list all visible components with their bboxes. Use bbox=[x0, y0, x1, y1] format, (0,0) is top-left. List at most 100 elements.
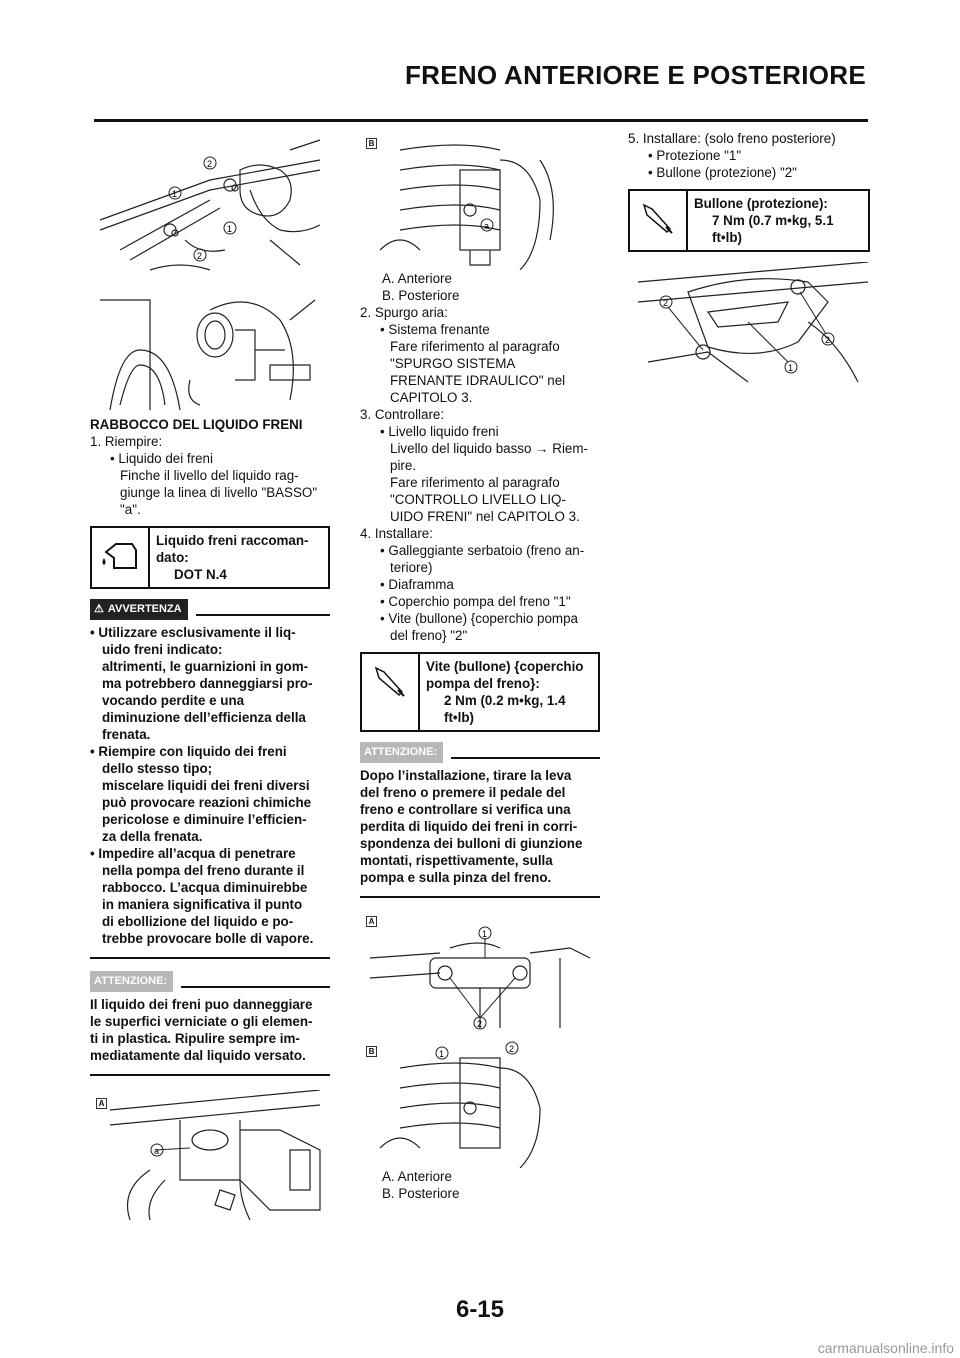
warning-line-8: dello stesso tipo; bbox=[102, 761, 213, 776]
warning-line-17: di ebollizione del liquido e po- bbox=[102, 914, 294, 929]
warning-line-9: miscelare liquidi dei freni diversi bbox=[102, 778, 310, 793]
callout-a-rear: a bbox=[484, 221, 489, 231]
step-1-text-2: giunge la linea di livello "BASSO" bbox=[120, 485, 318, 500]
step-4-bullet-4: • Vite (bullone) {coperchio pompa bbox=[380, 611, 578, 626]
warning-line-0: • Utilizzare esclusivamente il liq- bbox=[90, 625, 296, 640]
warning-triangle-icon: ⚠ bbox=[94, 603, 104, 615]
step-3-text-4: UIDO FRENI" nel CAPITOLO 3. bbox=[390, 509, 580, 524]
warning-line-18: trebbe provocare bolle di vapore. bbox=[102, 931, 314, 946]
spec-box-cylinder-screw: Vite (bullone) {coperchio pompa del fren… bbox=[360, 652, 600, 732]
spec-value-2: ft•lb) bbox=[712, 230, 742, 245]
attention-line-1: le superfici verniciate o gli elemen- bbox=[90, 1014, 313, 1029]
figure-rear-cover: B 1 2 bbox=[360, 1038, 600, 1168]
step-5-bullet-1: • Bullone (protezione) "2" bbox=[648, 165, 797, 180]
caption-2-a: A. Anteriore bbox=[382, 1169, 452, 1184]
warning-line-14: nella pompa del freno durante il bbox=[102, 863, 305, 878]
column-3: 5. Installare: (solo freno posteriore) •… bbox=[628, 130, 870, 392]
step-2-text-2: FRENANTE IDRAULICO" nel bbox=[390, 373, 566, 388]
warning-body: • Utilizzare esclusivamente il liq-uido … bbox=[90, 624, 330, 959]
callout-a: a bbox=[154, 1146, 159, 1156]
figure-rear-brake-area bbox=[90, 280, 330, 410]
figure-rear-cylinder-top: B a bbox=[360, 130, 600, 270]
warning-line-4: vocando perdite e una bbox=[102, 693, 245, 708]
step-2-label: 2. Spurgo aria: bbox=[360, 305, 448, 320]
step-3-text-3: "CONTROLLO LIVELLO LIQ- bbox=[390, 492, 566, 507]
torque-wrench-icon bbox=[362, 654, 420, 730]
spec-box-brake-fluid: Liquido freni raccoman- dato: DOT N.4 bbox=[90, 526, 330, 589]
callout-2-bottom: 2 bbox=[197, 251, 202, 261]
attention-line-2-0: Dopo l’installazione, tirare la leva bbox=[360, 768, 572, 783]
rear-brake-reservoir-illustration bbox=[100, 299, 316, 410]
step-4-bullet-0: • Galleggiante serbatoio (freno an- bbox=[380, 543, 585, 558]
callout-1-cover: 1 bbox=[482, 929, 487, 939]
spec-label-2: pompa del freno}: bbox=[426, 676, 540, 691]
warning-line-11: pericolose e diminuire l’efficien- bbox=[102, 812, 307, 827]
column-1: 2 1 1 2 RABBOCCO DEL LIQUIDO FRENI 1. Ri… bbox=[90, 130, 330, 1220]
callout-1: 1 bbox=[788, 363, 793, 373]
callout-2-rear-cover: 2 bbox=[509, 1044, 514, 1054]
figure-tag-a-2: A bbox=[366, 916, 377, 927]
caption-2-b: B. Posteriore bbox=[382, 1186, 460, 1201]
step-4-bullet-1: teriore) bbox=[390, 560, 433, 575]
fluid-drop-icon bbox=[92, 528, 150, 587]
rear-cover-illustration: 1 2 bbox=[379, 1041, 541, 1168]
warning-line-1: uido freni indicato: bbox=[102, 642, 223, 657]
attention-header-2: ATTENZIONE: bbox=[360, 742, 600, 763]
warning-line-10: può provocare reazioni chimiche bbox=[102, 795, 312, 810]
column-2: B a A. Anteriore B. Posteriore 2. Spurgo… bbox=[360, 130, 600, 1202]
warning-line-12: za della frenata. bbox=[102, 829, 203, 844]
warning-line-3: ma potrebbero danneggiarsi pro- bbox=[102, 676, 313, 691]
callout-1-left: 1 bbox=[172, 189, 177, 199]
callout-1-rear-cover: 1 bbox=[439, 1049, 444, 1059]
front-cover-illustration: 1 2 bbox=[369, 926, 591, 1030]
rear-master-cylinder-illustration: a bbox=[379, 144, 554, 270]
spec-label-1: Bullone (protezione): bbox=[694, 196, 828, 211]
attention-line-2-4: spondenza dei bulloni di giunzione bbox=[360, 836, 583, 851]
rear-protection-illustration: 2 2 1 bbox=[637, 262, 869, 383]
attention-header: ATTENZIONE: bbox=[90, 971, 330, 992]
attention-line-0: Il liquido dei freni puo danneggiare bbox=[90, 997, 313, 1012]
callout-2-right: 2 bbox=[825, 335, 830, 345]
step-4-bullet-2: • Diaframma bbox=[380, 577, 454, 592]
spec-value-1: 7 Nm (0.7 m•kg, 5.1 bbox=[712, 213, 834, 228]
warning-line-5: diminuzione dell’efficienza della bbox=[102, 710, 306, 725]
callout-2-top: 2 bbox=[207, 159, 212, 169]
warning-line-6: frenata. bbox=[102, 727, 151, 742]
step-3-label: 3. Controllare: bbox=[360, 407, 445, 422]
step-3-text-0: Livello del liquido basso → Riem- bbox=[390, 441, 588, 456]
step-3-text-1: pire. bbox=[390, 458, 417, 473]
figure-front-cover: A 1 2 bbox=[360, 908, 600, 1038]
front-brake-line-illustration: 2 1 1 2 bbox=[99, 139, 321, 271]
step-4-label: 4. Installare: bbox=[360, 526, 433, 541]
spec-label-1: Liquido freni raccoman- bbox=[156, 533, 309, 548]
step-1-bullet: • Liquido dei freni bbox=[110, 451, 213, 466]
warning-line-13: • Impedire all’acqua di penetrare bbox=[90, 846, 296, 861]
attention-line-2-5: montati, rispettivamente, sulla bbox=[360, 853, 553, 868]
figure-front-caliper-top: 2 1 1 2 bbox=[90, 130, 330, 280]
caption-b: B. Posteriore bbox=[382, 288, 460, 303]
caption-a: A. Anteriore bbox=[382, 271, 452, 286]
step-4-bullet-3: • Coperchio pompa del freno "1" bbox=[380, 594, 571, 609]
warning-line-2: altrimenti, le guarnizioni in gom- bbox=[102, 659, 309, 674]
warning-header: ⚠ AVVERTENZA bbox=[90, 599, 330, 620]
step-3-bullet: • Livello liquido freni bbox=[380, 424, 499, 439]
page-title: FRENO ANTERIORE E POSTERIORE bbox=[404, 60, 866, 90]
section-title-refill: RABBOCCO DEL LIQUIDO FRENI bbox=[90, 417, 303, 432]
attention-line-2-3: perdita di liquido dei freni in corri- bbox=[360, 819, 578, 834]
figure-tag-a: A bbox=[96, 1098, 107, 1109]
step-1-label: 1. Riempire: bbox=[90, 434, 163, 449]
spec-label-2: dato: bbox=[156, 550, 189, 565]
spec-box-protection-bolt: Bullone (protezione): 7 Nm (0.7 m•kg, 5.… bbox=[628, 189, 870, 252]
callout-1-right: 1 bbox=[227, 224, 232, 234]
warning-badge: ⚠ AVVERTENZA bbox=[90, 599, 188, 620]
header-rule bbox=[94, 119, 868, 122]
figure-front-reservoir: A a bbox=[90, 1090, 330, 1220]
warning-line-15: rabbocco. L’acqua diminuirebbe bbox=[102, 880, 308, 895]
attention-line-2-6: pompa e sulla pinza del freno. bbox=[360, 870, 552, 885]
attention-line-2-1: del freno o premere il pedale del bbox=[360, 785, 566, 800]
page-number: 6-15 bbox=[455, 1296, 505, 1323]
callout-2-cover: 2 bbox=[477, 1019, 482, 1029]
step-2-text-1: "SPURGO SISTEMA bbox=[390, 356, 516, 371]
step-2-text-3: CAPITOLO 3. bbox=[390, 390, 473, 405]
attention-line-2-2: freno e controllare si verifica una bbox=[360, 802, 571, 817]
